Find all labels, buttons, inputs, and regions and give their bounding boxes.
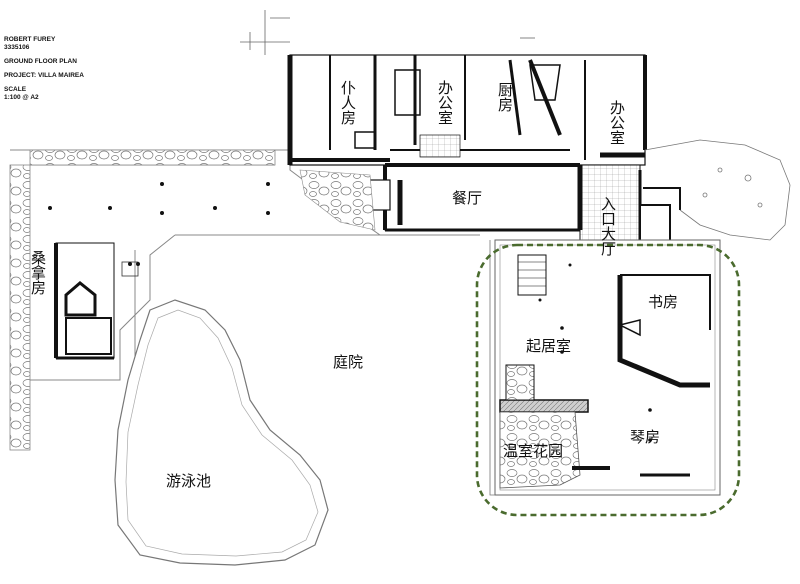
sauna-building bbox=[54, 242, 139, 360]
sauna-label: 桑拿房 bbox=[29, 250, 47, 295]
scale-label: SCALE bbox=[4, 86, 27, 93]
title-block: ROBERT FUREY 3335106 GROUND FLOOR PLAN P… bbox=[4, 36, 84, 102]
main-living-block bbox=[489, 239, 721, 496]
drawing-title: GROUND FLOOR PLAN bbox=[4, 58, 77, 65]
dining-label: 餐厅 bbox=[452, 189, 482, 207]
project-name: PROJECT: VILLA MAIREA bbox=[4, 72, 84, 79]
student-id: 3335106 bbox=[4, 44, 30, 51]
courtyard-label: 庭院 bbox=[333, 353, 363, 371]
north-entry-stairs bbox=[240, 10, 535, 55]
stone-wall-west bbox=[9, 164, 31, 451]
scale-value: 1:100 @ A2 bbox=[4, 94, 39, 101]
kitchen-label: 厨房 bbox=[496, 82, 514, 112]
dining-wing bbox=[369, 163, 581, 232]
winter-garden-label: 温室花园 bbox=[503, 442, 563, 460]
stone-wall-north bbox=[29, 149, 276, 166]
office-1-label: 办公室 bbox=[436, 80, 454, 125]
office-2-label: 办公室 bbox=[608, 100, 626, 145]
entrance-hall-label: 入口大厅 bbox=[599, 196, 617, 256]
living-room-label: 起居室 bbox=[526, 337, 571, 355]
author-name: ROBERT FUREY bbox=[4, 36, 56, 43]
swimming-pool-label: 游泳池 bbox=[166, 472, 211, 490]
cobble-path bbox=[299, 169, 376, 231]
service-wing bbox=[287, 54, 647, 166]
swimming-pool bbox=[114, 299, 329, 566]
living-area-highlight bbox=[475, 243, 741, 517]
piano-room-label: 琴房 bbox=[630, 428, 660, 446]
servant-room-label: 仆人房 bbox=[339, 80, 357, 125]
room-labels: 仆人房 办公室 厨房 办公室 餐厅 入口大厅 桑拿房 庭院 书房 起居室 琴房 … bbox=[29, 80, 678, 490]
study-label: 书房 bbox=[648, 293, 678, 311]
column-dots bbox=[48, 182, 652, 442]
east-garden bbox=[644, 139, 791, 241]
